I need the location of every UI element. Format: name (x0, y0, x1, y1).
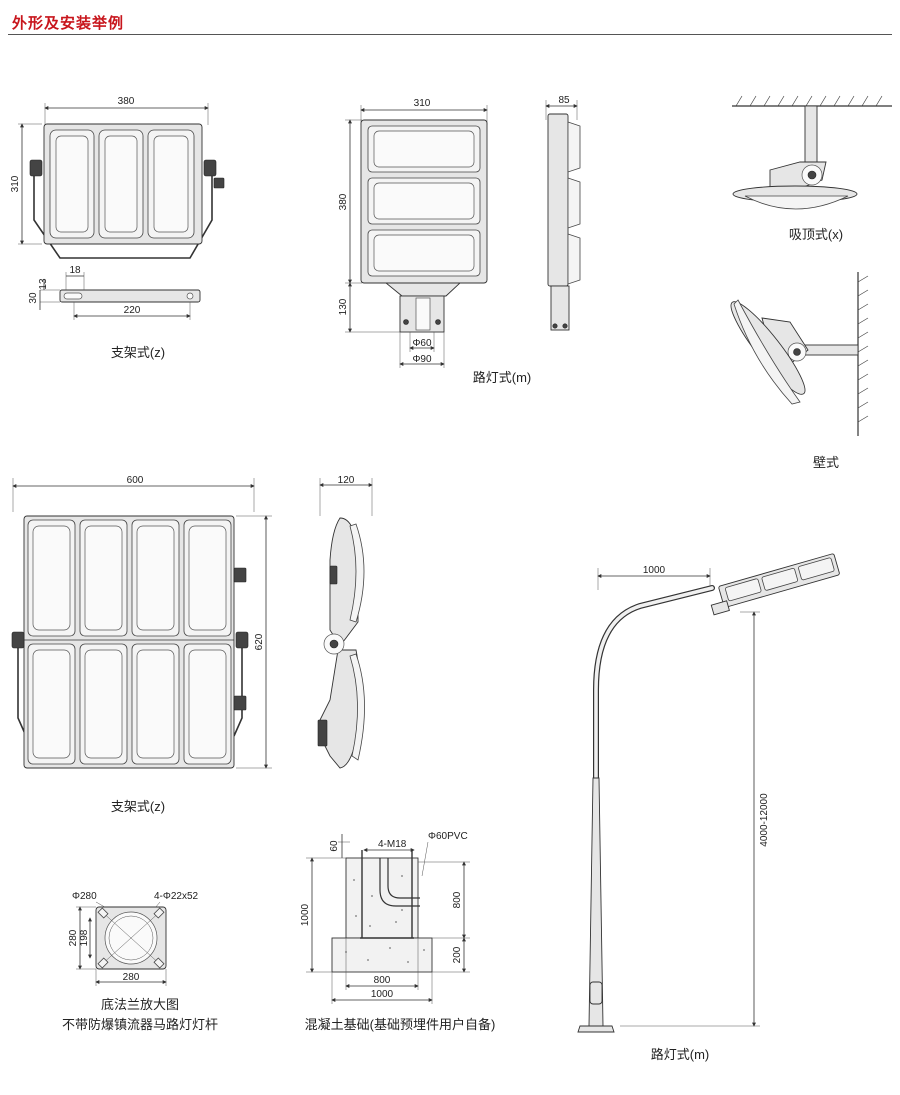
dim-13: 13 (38, 278, 49, 290)
caption-ceiling: 吸顶式(x) (789, 227, 843, 242)
dim-height-620: 620 (254, 633, 265, 650)
foundation-view: 60 4-M18 Φ60PVC 1000 800 200 (300, 831, 495, 1032)
dim-pole-height: 4000-12000 (759, 793, 770, 847)
dim-flange-280h: 280 (123, 972, 140, 983)
bracket-large-view: 600 620 支架式(z) (11, 475, 272, 814)
dim-height-380: 380 (338, 193, 349, 210)
dim-18: 18 (69, 265, 81, 276)
dim-arm-1000: 1000 (643, 565, 666, 576)
flange-view: Φ280 4-Φ22x52 280 198 280 底法兰放大图 不带防爆镇流器… (62, 891, 218, 1032)
caption-pole: 路灯式(m) (651, 1047, 710, 1062)
dim-phi60: Φ60 (412, 338, 432, 349)
section-title: 外形及安装举例 (12, 14, 125, 32)
dim-phi90: Φ90 (412, 354, 432, 365)
street-pole-view: 1000 4000-12000 路灯式(m) (577, 553, 840, 1062)
caption-bracket-large: 支架式(z) (111, 799, 165, 814)
caption-wall: 壁式 (813, 455, 839, 470)
dim-width-380: 380 (118, 96, 135, 107)
dim-foundation-800h: 800 (374, 975, 391, 986)
caption-street-small: 路灯式(m) (473, 370, 532, 385)
dim-flange-280v: 280 (68, 929, 79, 946)
dim-flange-198: 198 (79, 929, 90, 946)
section-header: 外形及安装举例 (8, 8, 892, 36)
header-rule (8, 34, 892, 35)
dim-depth-85: 85 (558, 95, 570, 106)
caption-foundation: 混凝土基础(基础预埋件用户自备) (305, 1017, 496, 1032)
wall-mount-view: 壁式 (730, 272, 869, 470)
dim-bolts: 4-M18 (378, 839, 407, 850)
dim-holes: 4-Φ22x52 (154, 891, 199, 902)
dim-foundation-800v: 800 (452, 891, 463, 908)
dim-width-600: 600 (127, 475, 144, 486)
dim-depth-120: 120 (338, 475, 355, 486)
dim-foundation-200: 200 (452, 946, 463, 963)
dim-foundation-1000v: 1000 (300, 903, 311, 926)
caption-flange-2: 不带防爆镇流器马路灯灯杆 (62, 1017, 218, 1032)
caption-bracket-small: 支架式(z) (111, 345, 165, 360)
side-small-view: 85 (545, 95, 581, 331)
dim-neck-130: 130 (338, 298, 349, 315)
dim-height-310: 310 (10, 175, 21, 192)
dim-foundation-60: 60 (329, 840, 340, 852)
bracket-small-view: 380 310 18 13 30 220 (10, 96, 225, 360)
dim-width-310: 310 (414, 98, 431, 109)
street-small-view: 310 380 130 Φ60 Φ90 路灯式(m) (338, 98, 531, 385)
dim-pipe: Φ60PVC (428, 831, 468, 842)
side-large-view: 120 (317, 475, 373, 769)
dim-foundation-1000h: 1000 (371, 989, 394, 1000)
dim-30: 30 (28, 292, 39, 304)
dim-220: 220 (124, 305, 141, 316)
caption-flange-1: 底法兰放大图 (101, 997, 179, 1012)
dim-phi280: Φ280 (72, 891, 97, 902)
ceiling-mount-view: 吸顶式(x) (732, 95, 892, 242)
